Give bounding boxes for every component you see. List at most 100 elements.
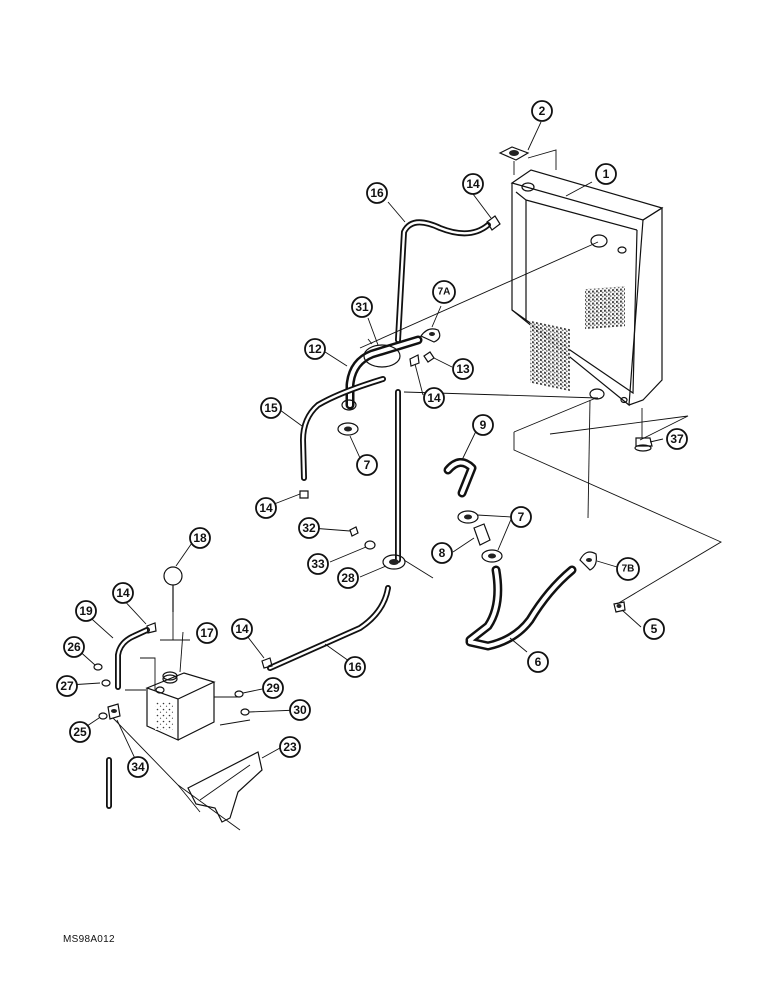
callout-14-hose: 14 bbox=[231, 618, 253, 640]
svg-text:12: 12 bbox=[308, 342, 322, 356]
clip-32 bbox=[349, 526, 359, 537]
radiator-cap bbox=[498, 146, 557, 175]
hose-6 bbox=[465, 565, 577, 651]
callout-17: 17 bbox=[196, 622, 218, 644]
callout-7-lower: 7 bbox=[510, 506, 532, 528]
callout-31: 31 bbox=[351, 296, 373, 318]
radiator-core-lower bbox=[585, 286, 625, 330]
svg-text:16: 16 bbox=[348, 660, 362, 674]
callout-14-left: 14 bbox=[255, 497, 277, 519]
svg-text:25: 25 bbox=[73, 725, 87, 739]
svg-text:14: 14 bbox=[235, 622, 249, 636]
bracket-34 bbox=[106, 703, 121, 809]
fastener-25 bbox=[98, 712, 108, 720]
clamp-28 bbox=[382, 554, 406, 570]
svg-text:5: 5 bbox=[651, 622, 658, 636]
callout-2: 2 bbox=[531, 100, 553, 122]
dipstick-18 bbox=[163, 566, 183, 612]
fastener-26 bbox=[93, 663, 103, 671]
callout-23: 23 bbox=[279, 736, 301, 758]
svg-text:14: 14 bbox=[427, 391, 441, 405]
clip-14-hose bbox=[261, 657, 273, 669]
svg-text:29: 29 bbox=[266, 681, 280, 695]
upper-outlet bbox=[590, 234, 608, 248]
svg-text:7B: 7B bbox=[622, 564, 635, 575]
callout-16-bottom: 16 bbox=[344, 656, 366, 678]
callout-18: 18 bbox=[189, 527, 211, 549]
svg-text:18: 18 bbox=[193, 531, 207, 545]
svg-text:23: 23 bbox=[283, 740, 297, 754]
svg-text:34: 34 bbox=[131, 760, 145, 774]
svg-text:31: 31 bbox=[355, 300, 369, 314]
fitting-8 bbox=[473, 523, 491, 546]
bracket-23 bbox=[187, 751, 263, 823]
drain-cock-37 bbox=[634, 437, 653, 452]
svg-text:32: 32 bbox=[302, 521, 316, 535]
callout-14-top: 14 bbox=[462, 173, 484, 195]
svg-text:2: 2 bbox=[539, 104, 546, 118]
svg-text:37: 37 bbox=[670, 432, 684, 446]
radiator bbox=[510, 169, 664, 438]
hose-clamp-7-upper bbox=[337, 422, 361, 459]
clamp-7-hose6 bbox=[481, 549, 503, 563]
svg-text:27: 27 bbox=[60, 679, 74, 693]
callout-1: 1 bbox=[595, 163, 617, 185]
callout-7-upper: 7 bbox=[356, 454, 378, 476]
callout-32: 32 bbox=[298, 517, 320, 539]
clip-14-mid bbox=[409, 354, 420, 367]
callout-12: 12 bbox=[304, 338, 326, 360]
tube-19 bbox=[115, 627, 150, 690]
svg-text:19: 19 bbox=[79, 604, 93, 618]
svg-text:17: 17 bbox=[200, 626, 214, 640]
svg-text:16: 16 bbox=[370, 186, 384, 200]
callout-27: 27 bbox=[56, 675, 78, 697]
callout-6: 6 bbox=[527, 651, 549, 673]
svg-text:6: 6 bbox=[535, 655, 542, 669]
lower-outlet bbox=[589, 388, 605, 400]
fastener-29 bbox=[234, 690, 244, 698]
hose-clamp-7A bbox=[420, 328, 441, 343]
reservoir-tank-17 bbox=[145, 671, 216, 741]
clip-14-top bbox=[486, 215, 501, 231]
svg-text:28: 28 bbox=[341, 571, 355, 585]
callout-25: 25 bbox=[69, 721, 91, 743]
tube-15 bbox=[300, 376, 386, 481]
hose-9 bbox=[443, 458, 477, 498]
callout-33: 33 bbox=[307, 553, 329, 575]
callout-19: 19 bbox=[75, 600, 97, 622]
svg-text:7A: 7A bbox=[438, 287, 451, 298]
callout-14-mid: 14 bbox=[423, 387, 445, 409]
callout-16-top: 16 bbox=[366, 182, 388, 204]
fastener-27 bbox=[101, 679, 111, 687]
figure-reference-code: MS98A012 bbox=[63, 934, 115, 945]
svg-text:14: 14 bbox=[259, 501, 273, 515]
radiator-core-upper bbox=[530, 320, 570, 392]
svg-text:7: 7 bbox=[364, 458, 371, 472]
svg-text:14: 14 bbox=[116, 586, 130, 600]
clip-14-left bbox=[299, 490, 309, 499]
overflow-tube-16 bbox=[267, 219, 491, 671]
callout-15: 15 bbox=[260, 397, 282, 419]
svg-text:30: 30 bbox=[293, 703, 307, 717]
svg-text:33: 33 bbox=[311, 557, 325, 571]
leader-lines bbox=[68, 121, 664, 766]
callout-28: 28 bbox=[337, 567, 359, 589]
clamp-7B bbox=[579, 551, 597, 571]
clip-14-tank bbox=[146, 622, 157, 634]
plug-5 bbox=[613, 601, 626, 613]
elbow-fitting-13 bbox=[423, 351, 435, 363]
svg-text:26: 26 bbox=[67, 640, 81, 654]
callout-9: 9 bbox=[472, 414, 494, 436]
svg-text:15: 15 bbox=[264, 401, 278, 415]
svg-text:9: 9 bbox=[480, 418, 487, 432]
callout-26: 26 bbox=[63, 636, 85, 658]
svg-text:14: 14 bbox=[466, 177, 480, 191]
callout-37: 37 bbox=[666, 428, 688, 450]
callout-7A: 7A bbox=[432, 280, 456, 304]
clamp-7-hose9 bbox=[457, 510, 479, 524]
callout-30: 30 bbox=[289, 699, 311, 721]
fastener-30 bbox=[240, 708, 250, 716]
callout-13: 13 bbox=[452, 358, 474, 380]
svg-text:1: 1 bbox=[603, 167, 610, 181]
